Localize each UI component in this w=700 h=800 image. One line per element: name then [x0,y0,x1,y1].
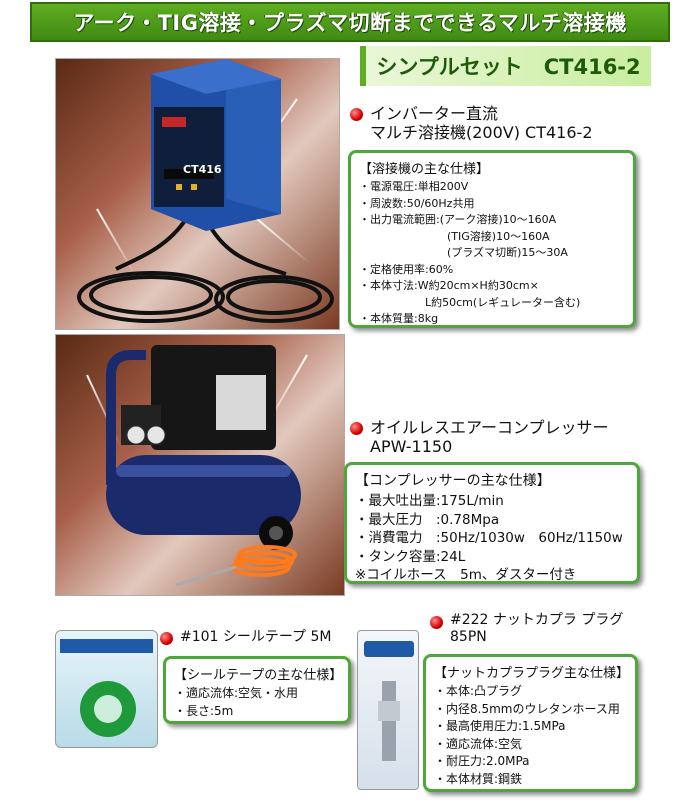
compressor-title-line-1: オイルレスエアーコンプレッサー [370,418,609,437]
welder-spec-box: 【溶接機の主な仕様】 ・電源電圧:単相200V ・周波数:50/60Hz共用 ・… [348,150,636,328]
set-subtitle: シンプルセット CT416-2 [360,46,651,86]
welder-panel-label: CT416 [183,163,222,176]
seal-tape-photo [55,630,158,748]
welder-spec-line: (プラズマ切断)15～30A [359,246,568,259]
plug-illustration [378,681,400,761]
welder-title-line-1: インバーター直流 [370,104,499,123]
tape-roll-illustration [80,681,136,737]
compressor-title: オイルレスエアーコンプレッサー APW-1150 [350,418,609,456]
tape-spec-line: ・長さ:5m [174,703,234,718]
header-banner: アーク・TIG溶接・プラズマ切断までできるマルチ溶接機 [30,2,670,42]
compressor-title-line-2: APW-1150 [370,437,453,456]
red-bullet-icon [430,616,443,629]
plug-title-line-2: 85PN [450,629,487,645]
compressor-spec-line: ・最大吐出量:175L/min [355,493,504,509]
compressor-spec-header: 【コンプレッサーの主な仕様】 [355,473,551,489]
welder-spec-line: ・電源電圧:単相200V [359,180,469,193]
coupler-plug-photo [357,630,419,790]
welder-spec-line: ・本体質量:8kg [359,312,439,325]
tape-spec-header: 【シールテープの主な仕様】 [174,668,343,683]
banner-text: アーク・TIG溶接・プラズマ切断までできるマルチ溶接機 [73,11,627,35]
welder-title-line-2: マルチ溶接機(200V) CT416-2 [370,123,593,142]
compressor-spec-line: ・タンク容量:24L [355,548,466,565]
welder-spec-line: ・周波数:50/60Hz共用 [359,196,475,210]
plug-title: #222 ナットカプラ プラグ 85PN [430,612,623,646]
plug-spec-line: ・本体:凸プラグ [434,684,523,698]
compressor-spec-box: 【コンプレッサーの主な仕様】 ・最大吐出量:175L/min ・最大圧力 :0.… [344,462,640,584]
tape-spec-line: ・適応流体:空気・水用 [174,686,299,700]
compressor-spec-line: ・消費電力 :50Hz/1030w 60Hz/1150w [355,530,623,546]
tape-title: #101 シールテープ 5M [160,628,332,647]
welder-spec-header: 【溶接機の主な仕様】 [359,162,490,177]
compressor-spec-line: ※コイルホース 5m、ダスター付き [355,567,577,583]
welder-spec-line: L約50cm(レギュレーター含む) [359,295,581,309]
plug-spec-line: ・適応流体:空気 [434,736,523,751]
welder-spec-line: ・定格使用率:60% [359,262,454,276]
tape-title-line-1: #101 シールテープ 5M [180,629,332,645]
welder-photo: CT416 [55,58,340,330]
red-bullet-icon [350,422,363,435]
welder-illustration [77,59,334,323]
plug-spec-box: 【ナットカプラプラグ主な仕様】 ・本体:凸プラグ ・内径8.5mmのウレタンホー… [423,654,638,792]
plug-title-line-1: #222 ナットカプラ プラグ [450,612,624,628]
plug-spec-line: ・内径8.5mmのウレタンホース用 [434,701,620,716]
subtitle-text: シンプルセット CT416-2 [376,55,641,79]
plug-spec-line: ・本体材質:鋼鉄 [434,771,523,786]
red-bullet-icon [160,632,173,645]
welder-title: インバーター直流 マルチ溶接機(200V) CT416-2 [350,104,593,142]
compressor-spec-line: ・最大圧力 :0.78Mpa [355,511,500,528]
tape-spec-box: 【シールテープの主な仕様】 ・適応流体:空気・水用 ・長さ:5m [163,656,351,724]
plug-spec-line: ・最高使用圧力:1.5MPa [434,719,566,733]
compressor-photo [55,334,345,596]
red-bullet-icon [350,108,363,121]
welder-spec-line: ・出力電流範囲:(アーク溶接)10～160A [359,213,557,226]
welder-spec-line: ・本体寸法:W約20cm×H約30cm× [359,279,539,292]
welder-spec-line: (TIG溶接)10～160A [359,229,550,243]
plug-spec-line: ・耐圧力:2.0MPa [434,754,530,768]
compressor-illustration [106,345,301,587]
plug-spec-header: 【ナットカプラプラグ主な仕様】 [434,666,630,681]
